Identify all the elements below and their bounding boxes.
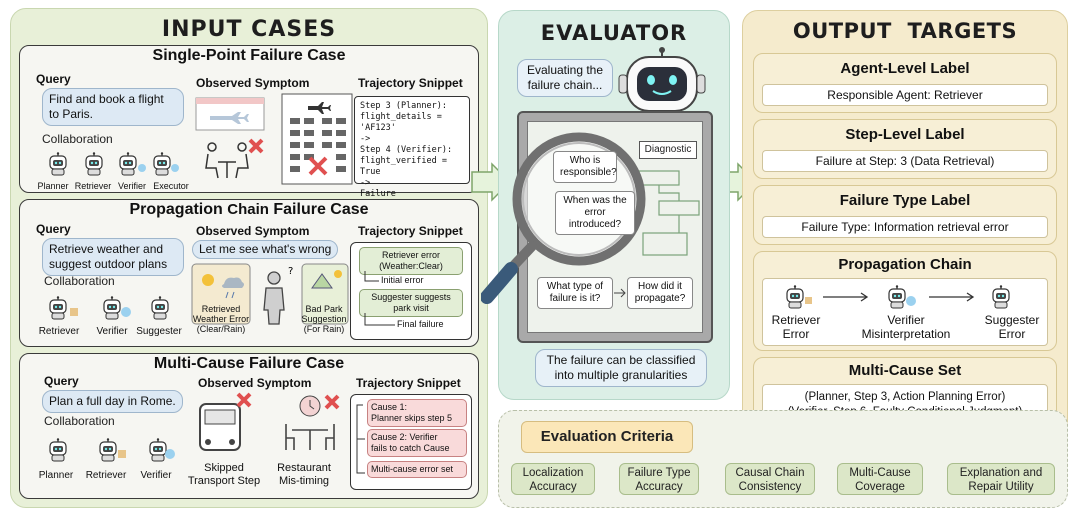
- propagation-chain-diagram: [786, 284, 1010, 309]
- agent-level-label: Agent-Level Label Responsible Agent: Ret…: [753, 53, 1057, 113]
- failure-type-title: Failure Type Label: [839, 192, 971, 209]
- evaluator-bottom-note: The failure can be classified into multi…: [535, 349, 707, 387]
- traj-initial-error-note: Initial error: [381, 275, 424, 285]
- collaboration-label: Collaboration: [44, 414, 115, 428]
- propagation-chain-title: Propagation Chain: [838, 256, 972, 273]
- criterion-multi-cause: Multi-Cause Coverage: [837, 463, 923, 495]
- query-bubble: Plan a full day in Rome.: [42, 390, 183, 413]
- agent-retriever: Retriever: [85, 470, 127, 481]
- multi-cause-line-1: (Planner, Step 3, Action Planning Error): [804, 391, 1006, 403]
- output-targets-title: OUTPUT TARGETS: [792, 19, 1018, 43]
- skipped-transport-caption: Skipped Transport Step: [187, 462, 261, 487]
- evaluation-criteria-panel: Evaluation Criteria Localization Accurac…: [498, 410, 1068, 508]
- park-suggestion-caption: Bad Park Suggestion (For Rain): [301, 304, 347, 334]
- collaboration-label: Collaboration: [44, 274, 115, 288]
- agent-suggester: Suggester: [136, 326, 182, 337]
- output-targets-panel: OUTPUT TARGETS Agent-Level Label Respons…: [742, 10, 1068, 444]
- step-level-title: Step-Level Label: [845, 126, 965, 143]
- criterion-failure-type: Failure Type Accuracy: [619, 463, 699, 495]
- cause-set-box: Multi-cause error set: [367, 461, 467, 478]
- question-when: When was the error introduced?: [555, 191, 635, 235]
- question-type: What type of failure is it?: [537, 277, 613, 309]
- agent-executor: Executor: [153, 181, 189, 191]
- agent-retriever: Retriever: [38, 326, 80, 337]
- evaluator-robot-icon: [618, 47, 706, 112]
- propagation-chain-case: Propagation Chain Failure Case Query Ret…: [19, 199, 479, 347]
- single-point-case: Single-Point Failure Case Query Find and…: [19, 45, 479, 199]
- query-label: Query: [36, 222, 71, 236]
- observed-symptom-label: Observed Symptom: [196, 224, 310, 238]
- question-who: Who is responsible?: [553, 151, 617, 183]
- chain-node-verifier: Verifier Misinterpretation: [861, 313, 951, 341]
- traj-retriever-error: Retriever error (Weather:Clear): [359, 247, 463, 275]
- trajectory-snippet-label: Trajectory Snippet: [356, 376, 461, 390]
- trajectory-snippet-label: Trajectory Snippet: [358, 224, 463, 238]
- query-label: Query: [44, 374, 79, 388]
- agent-planner: Planner: [37, 181, 69, 191]
- transport-restaurant-symptom-icon: [199, 392, 340, 451]
- trajectory-snippet: Retriever error (Weather:Clear) Initial …: [350, 242, 472, 340]
- step-level-value: Failure at Step: 3 (Data Retrieval): [762, 150, 1048, 172]
- propagation-chain-output: Propagation Chain Retriever Error Verifi…: [753, 251, 1057, 351]
- symptom-bubble: Let me see what's wrong: [192, 240, 339, 259]
- agent-robots-icon: [49, 151, 179, 176]
- flight-booking-symptom-icon: [195, 93, 353, 185]
- criterion-causal-chain: Causal Chain Consistency: [725, 463, 815, 495]
- input-cases-title: INPUT CASES: [161, 17, 337, 42]
- agent-verifier: Verifier: [117, 181, 146, 191]
- trajectory-snippet-label: Trajectory Snippet: [358, 76, 463, 90]
- agent-verifier: Verifier: [96, 326, 128, 337]
- query-bubble: Retrieve weather and suggest outdoor pla…: [42, 238, 184, 276]
- question-arrow: [614, 288, 626, 298]
- evaluator-panel: EVALUATOR Evaluating the failure chain..…: [481, 10, 730, 400]
- query-bubble: Find and book a flight to Paris.: [42, 88, 184, 126]
- agent-level-value: Responsible Agent: Retriever: [762, 84, 1048, 106]
- evaluator-speech-bubble: Evaluating the failure chain...: [517, 59, 613, 97]
- restaurant-mistiming-caption: Restaurant Mis-timing: [277, 462, 331, 487]
- trajectory-snippet: Cause 1: Planner skips step 5 Cause 2: V…: [350, 394, 472, 490]
- collaboration-label: Collaboration: [42, 132, 113, 146]
- single-point-title: Single-Point Failure Case: [152, 47, 346, 64]
- evaluation-criteria-title: Evaluation Criteria: [521, 421, 693, 453]
- input-cases-panel: INPUT CASES Single-Point Failure Case Qu…: [10, 8, 488, 508]
- agent-planner: Planner: [38, 470, 74, 481]
- chain-node-suggester: Suggester Error: [984, 313, 1040, 341]
- agent-robots-icon: [49, 295, 169, 320]
- criterion-explanation: Explanation and Repair Utility: [947, 463, 1055, 495]
- agent-level-title: Agent-Level Label: [840, 60, 970, 77]
- query-label: Query: [36, 72, 71, 86]
- evaluator-title: EVALUATOR: [540, 21, 688, 45]
- step-level-label: Step-Level Label Failure at Step: 3 (Dat…: [753, 119, 1057, 179]
- multi-cause-title: Multi-Cause Failure Case: [153, 355, 345, 372]
- agent-verifier: Verifier: [140, 470, 172, 481]
- chain-node-retriever: Retriever Error: [771, 313, 821, 341]
- weather-error-caption: Retrieved Weather Error (Clear/Rain): [192, 304, 250, 334]
- trajectory-snippet: Step 3 (Planner): flight_details = 'AF12…: [354, 96, 470, 199]
- failure-type-label: Failure Type Label Failure Type: Informa…: [753, 185, 1057, 245]
- svg-text:?: ?: [288, 266, 293, 277]
- observed-symptom-label: Observed Symptom: [196, 76, 310, 90]
- failure-type-value: Failure Type: Information retrieval erro…: [762, 216, 1048, 238]
- cause-1-box: Cause 1: Planner skips step 5: [367, 399, 467, 427]
- multi-cause-case: Multi-Cause Failure Case Query Plan a fu…: [19, 353, 479, 499]
- cause-2-box: Cause 2: Verifier fails to catch Cause: [367, 429, 467, 457]
- criterion-localization: Localization Accuracy: [511, 463, 595, 495]
- weather-park-symptom-icon: ?: [191, 263, 349, 325]
- agent-robots-icon: [49, 437, 175, 462]
- observed-symptom-label: Observed Symptom: [198, 376, 312, 390]
- multi-cause-set-output: Multi-Cause Set (Planner, Step 3, Action…: [753, 357, 1057, 435]
- question-propagate: How did it propagate?: [627, 277, 693, 309]
- traj-final-failure-note: Final failure: [397, 319, 444, 329]
- propagation-chain-box: Retriever Error Verifier Misinterpretati…: [762, 278, 1048, 346]
- diagnostic-label: Diagnostic: [639, 141, 697, 159]
- traj-connector-lines: [364, 271, 395, 326]
- multi-cause-set-title: Multi-Cause Set: [848, 362, 962, 379]
- propagation-chain-title: Propagation Chain Failure Case: [129, 201, 369, 218]
- cause-connector-lines: [356, 404, 365, 474]
- traj-suggester-box: Suggester suggests park visit: [359, 289, 463, 317]
- agent-retriever: Retriever: [74, 181, 112, 191]
